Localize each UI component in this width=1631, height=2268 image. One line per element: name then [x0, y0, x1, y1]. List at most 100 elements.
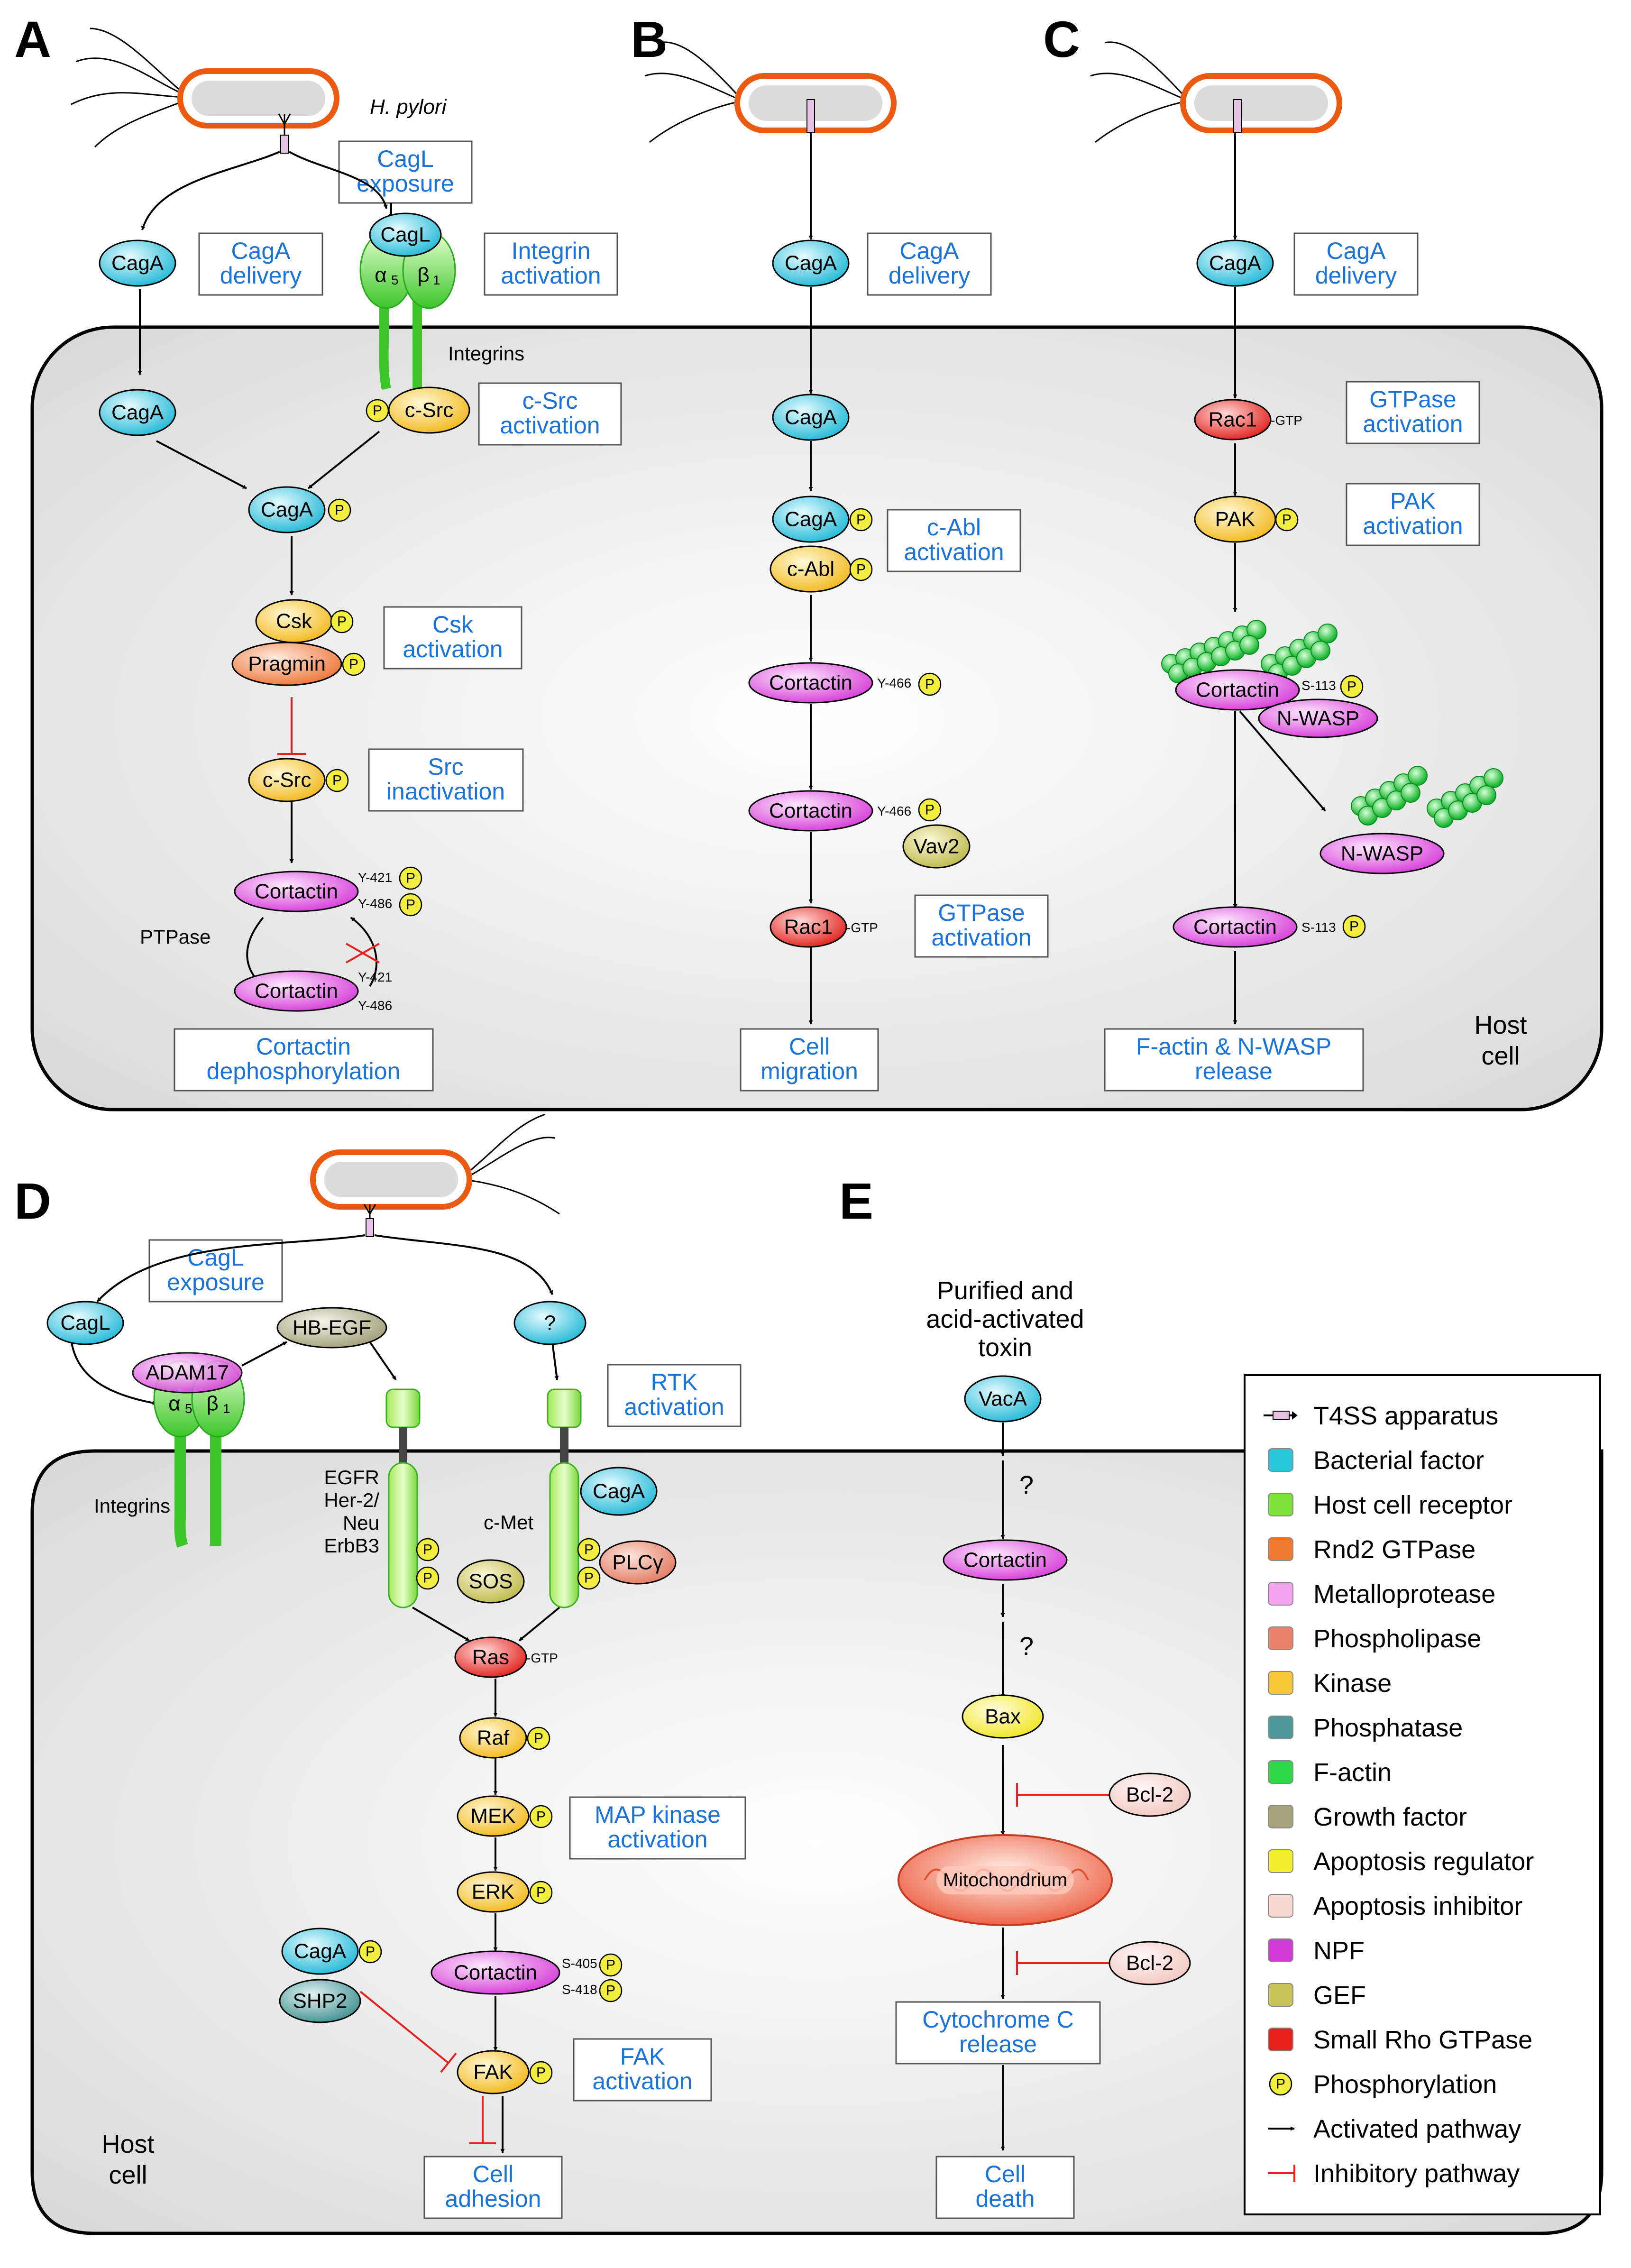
caga-molecule-a1: CagA	[99, 239, 176, 287]
integrin-activation-label: Integrin activation	[484, 232, 618, 296]
cagl-exposure-label: CagL exposure	[338, 140, 473, 204]
svg-text:activation: activation	[931, 924, 1031, 951]
caga-molecule-d1: CagA	[580, 1467, 658, 1516]
phospho-a-y486: P	[399, 893, 422, 917]
svg-text:α: α	[168, 1392, 180, 1415]
legend-swatch-factin	[1268, 1760, 1293, 1784]
cell-adhesion-label: Cell adhesion	[423, 2156, 563, 2219]
unknown-factor-molecule: ?	[513, 1301, 586, 1345]
site-c2-s113: S-113	[1301, 920, 1336, 935]
arrow-c-6	[1239, 710, 1326, 812]
bax-molecule: Bax	[962, 1694, 1044, 1739]
site-a-y486: Y-486	[358, 896, 392, 911]
svg-text:adhesion: adhesion	[445, 2185, 541, 2212]
phospho-c-pak: P	[1275, 508, 1299, 532]
site-a2-y421: Y-421	[358, 970, 392, 984]
caga-molecule-a3: CagA	[248, 486, 326, 533]
phospho-a-y421: P	[399, 866, 422, 890]
svg-text:P: P	[584, 1570, 594, 1586]
svg-text:CagA: CagA	[294, 1940, 347, 1963]
svg-text:SOS: SOS	[469, 1570, 513, 1593]
caga-molecule-a2: CagA	[99, 389, 176, 436]
legend-item-factin: F-actin	[1268, 1758, 1392, 1787]
svg-text:Cell: Cell	[473, 2161, 513, 2187]
phospho-d-mek: P	[529, 1805, 553, 1828]
svg-text:β: β	[206, 1392, 218, 1415]
gtp-label-b: -GTP	[846, 920, 878, 935]
svg-text:N-WASP: N-WASP	[1341, 842, 1423, 865]
svg-text:Vav2: Vav2	[913, 835, 959, 858]
legend-label-t4ss: T4SS apparatus	[1313, 1402, 1498, 1430]
legend-swatch-rnd2	[1268, 1537, 1293, 1561]
cell-migration-label: Cell migration	[740, 1028, 879, 1092]
csk-activation-label: Csk activation	[383, 606, 522, 670]
egfr-label-1: EGFR	[324, 1466, 379, 1488]
svg-text:1: 1	[433, 273, 440, 287]
svg-text:delivery: delivery	[220, 262, 302, 289]
arrow-a-caga-p	[156, 440, 247, 489]
legend-item-metalloprotease: Metalloprotease	[1268, 1580, 1495, 1608]
svg-text:activation: activation	[904, 539, 1004, 565]
svg-text:c-Abl: c-Abl	[927, 514, 981, 541]
phospho-a-src: P	[366, 399, 389, 422]
legend-item-small_rho: Small Rho GTPase	[1268, 2026, 1532, 2054]
integrins-label-a: Integrins	[448, 342, 524, 365]
legend-label-apoptosis_inhibitor: Apoptosis inhibitor	[1313, 1892, 1522, 1920]
nwasp-molecule-c2: N-WASP	[1319, 833, 1445, 874]
svg-text:Cortactin: Cortactin	[256, 1033, 351, 1060]
factin-release-label: F-actin & N-WASP release	[1104, 1028, 1364, 1092]
legend-label-npf: NPF	[1313, 1937, 1365, 1965]
svg-text:Bcl-2: Bcl-2	[1126, 1783, 1173, 1807]
host-cell-bottom	[30, 1449, 1604, 2235]
caga-molecule-b3: CagA	[772, 496, 850, 543]
arrow-a-rephos	[350, 917, 377, 987]
svg-text:P: P	[337, 614, 347, 630]
fak-activation-label: FAK activation	[573, 2038, 712, 2102]
legend-swatch-apoptosis_inhibitor	[1268, 1894, 1293, 1918]
svg-text:Cortactin: Cortactin	[255, 880, 338, 903]
arrow-a-bact-cagl	[289, 151, 388, 209]
svg-text:PAK: PAK	[1215, 508, 1255, 531]
cell-death-label: Cell death	[935, 2156, 1075, 2219]
svg-text:β: β	[417, 264, 429, 287]
toxin-label-3: toxin	[978, 1333, 1032, 1362]
legend-swatch-metalloprotease	[1268, 1582, 1293, 1606]
bacterium-d-icon	[310, 1113, 560, 1237]
svg-text:exposure: exposure	[167, 1269, 265, 1295]
arrow-d-adam-hbegf	[241, 1341, 287, 1367]
mitochondrium: Mitochondrium	[898, 1834, 1113, 1926]
svg-text:P: P	[925, 677, 935, 692]
arrow-d-hbegf-egfr	[369, 1341, 397, 1381]
phospho-b-cort2: P	[918, 798, 942, 822]
svg-text:MAP kinase: MAP kinase	[595, 1801, 721, 1828]
legend-swatch-phospho: P	[1269, 2072, 1292, 2096]
caga-delivery-label-b: CagA delivery	[867, 232, 992, 296]
host-cell-label-bottom: Host	[101, 2130, 154, 2158]
svg-text:Rac1: Rac1	[1209, 408, 1257, 432]
svg-text:CagA: CagA	[785, 508, 837, 531]
toxin-label-2: acid-activated	[926, 1305, 1084, 1333]
panel-label-b: B	[631, 10, 668, 68]
svg-text:Cortactin: Cortactin	[1193, 916, 1277, 939]
svg-text:P: P	[536, 2065, 546, 2081]
svg-text:Cortactin: Cortactin	[769, 799, 852, 823]
legend-swatch-t4ss	[1264, 1411, 1298, 1420]
legend-item-gef: GEF	[1268, 1981, 1366, 2010]
cabl-activation-label: c-Abl activation	[887, 509, 1021, 572]
cortactin-a2: Cortactin	[234, 970, 359, 1012]
svg-text:CagA: CagA	[899, 238, 959, 264]
phospho-d-cmet2: P	[577, 1566, 601, 1590]
arrow-d-cmet-ras	[518, 1607, 560, 1642]
arrow-a-src-caga	[307, 431, 380, 489]
svg-text:c-Src: c-Src	[263, 769, 312, 792]
panel-label-e: E	[839, 1172, 873, 1230]
site-b1-y466: Y-466	[877, 676, 911, 690]
legend-label-factin: F-actin	[1313, 1758, 1392, 1787]
svg-text:Integrin: Integrin	[512, 238, 591, 264]
cmet-label: c-Met	[484, 1511, 533, 1533]
phospho-a-csrc2: P	[325, 769, 349, 792]
svg-text:P: P	[366, 1944, 375, 1960]
svg-text:CagA: CagA	[261, 498, 313, 522]
erk-molecule: ERK	[457, 1871, 530, 1913]
